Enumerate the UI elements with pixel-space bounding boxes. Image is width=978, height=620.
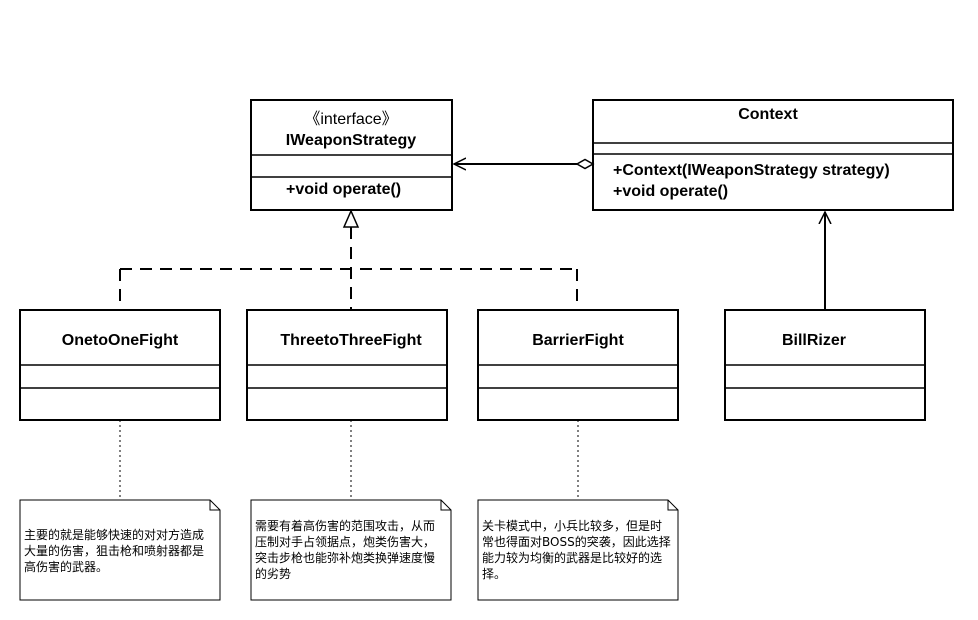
note-shape-onetoone <box>19 499 221 601</box>
realization-connectors <box>119 209 578 310</box>
note-fold <box>667 500 678 511</box>
note-body <box>250 499 452 601</box>
interface-stereotype: 《interface》 <box>304 111 397 128</box>
note-connectors <box>119 420 579 500</box>
method-operate: +void operate() <box>613 183 728 200</box>
class-name: Context <box>738 106 798 123</box>
class-onetoonefight[interactable]: OnetoOneFight <box>19 309 221 421</box>
note-fold <box>209 500 220 511</box>
note-threetothreefight: 需要有着高伤害的范围攻击，从而压制对手占领据点，炮类伤害大，突击步枪也能弥补炮类… <box>255 519 436 581</box>
class-name: BillRizer <box>782 332 846 349</box>
class-context[interactable]: Context +Context(IWeaponStrategy strateg… <box>592 99 954 211</box>
class-billrizer[interactable]: BillRizer <box>724 309 926 421</box>
class-name: IWeaponStrategy <box>286 132 417 149</box>
note-body <box>477 499 679 601</box>
note-onetoonefight: 主要的就是能够快速的对对方造成大量的伤害，狙击枪和喷射器都是高伤害的武器。 <box>24 528 205 574</box>
aggregation-connector <box>454 158 595 170</box>
note-barrierfight: 关卡模式中，小兵比较多，但是时常也得面对BOSS的突袭，因此选择能力较为均衡的武… <box>482 519 671 581</box>
class-name: ThreetoThreeFight <box>280 332 422 349</box>
realization-triangle <box>342 209 360 228</box>
class-name: OnetoOneFight <box>62 332 179 349</box>
class-barrierfight[interactable]: BarrierFight <box>477 309 679 421</box>
class-iweaponstrategy[interactable]: 《interface》 IWeaponStrategy +void operat… <box>250 99 453 211</box>
method-operate: +void operate() <box>286 181 401 198</box>
note-fold <box>440 500 451 511</box>
aggregation-diamond <box>575 158 595 170</box>
note-shape-threetothree <box>250 499 452 601</box>
note-body <box>19 499 221 601</box>
class-name: BarrierFight <box>532 332 624 349</box>
class-threetothreefight[interactable]: ThreetoThreeFight <box>246 309 448 421</box>
method-constructor: +Context(IWeaponStrategy strategy) <box>613 162 890 179</box>
class-box <box>592 99 954 211</box>
note-shape-barrier <box>477 499 679 601</box>
